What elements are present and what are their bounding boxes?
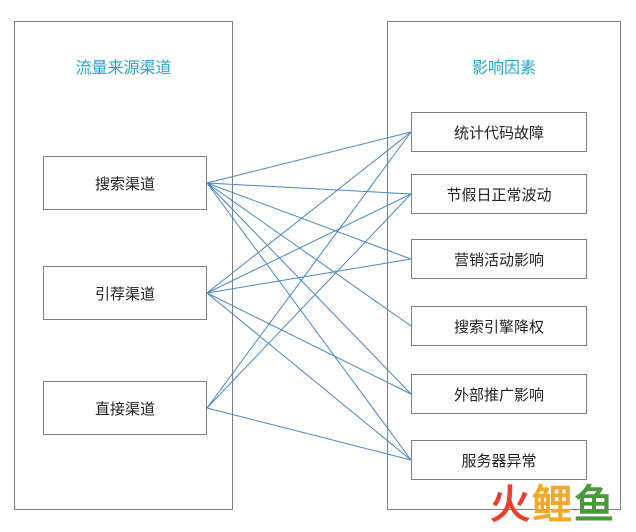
connection-line-2-5 (206, 407, 412, 461)
connection-line-1-4 (206, 292, 412, 395)
factor-node-holiday: 节假日正常波动 (411, 174, 587, 214)
watermark-char-1: 火 (490, 482, 532, 528)
connection-line-0-4 (206, 182, 412, 395)
watermark-char-2: 鲤 (532, 482, 574, 528)
source-node-direct: 直接渠道 (43, 381, 207, 435)
watermark-char-3: 鱼 (574, 482, 616, 528)
connection-line-2-0 (206, 131, 412, 409)
source-panel-title: 流量来源渠道 (75, 58, 172, 77)
connection-line-0-3 (206, 182, 412, 327)
source-node-referral: 引荐渠道 (43, 266, 207, 320)
factor-node-search-penalty: 搜索引擎降权 (411, 306, 587, 346)
factor-node-tracking-code: 统计代码故障 (411, 112, 587, 152)
connection-line-0-0 (206, 131, 412, 184)
connection-line-1-5 (206, 292, 412, 461)
connection-line-0-2 (206, 182, 412, 260)
factor-node-external-promo: 外部推广影响 (411, 374, 587, 414)
connection-line-0-1 (206, 182, 412, 195)
factor-panel-title: 影响因素 (471, 58, 536, 77)
watermark-logo: 火 鲤 鱼 (490, 472, 616, 530)
source-node-search: 搜索渠道 (43, 156, 207, 210)
factor-node-marketing: 营销活动影响 (411, 239, 587, 279)
connection-line-1-0 (206, 131, 412, 294)
connection-line-1-2 (206, 258, 412, 294)
connection-line-1-1 (206, 193, 412, 294)
factor-node-server-error: 服务器异常 (411, 440, 587, 480)
connection-line-0-5 (206, 182, 412, 461)
connection-line-2-1 (206, 193, 412, 409)
